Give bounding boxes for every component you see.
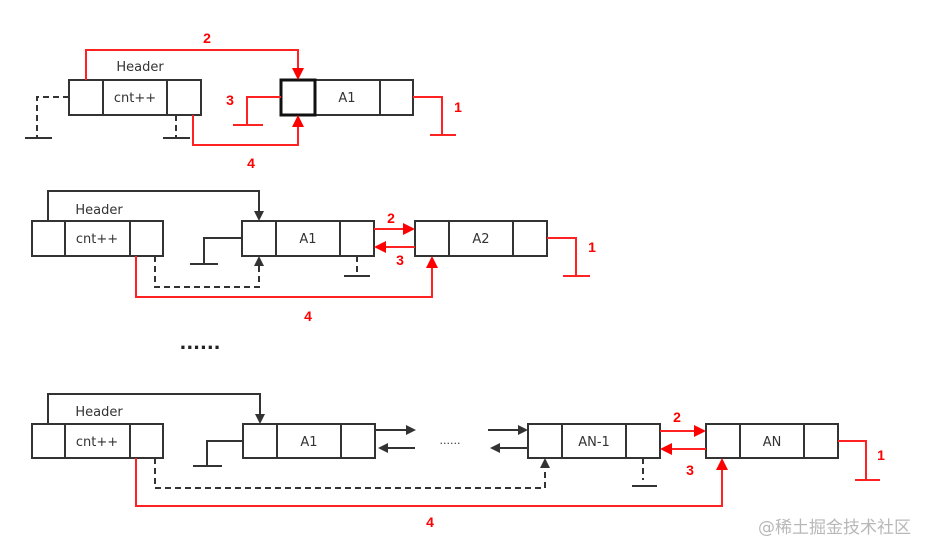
- step-3-label: 3: [396, 252, 404, 268]
- head-pointer: [47, 190, 264, 221]
- step-1-label: 1: [588, 239, 596, 255]
- header-label: Header: [75, 405, 123, 420]
- step-4-arrow: [135, 458, 728, 507]
- node-an-1: AN-1: [527, 423, 661, 459]
- step-1-null: [547, 237, 577, 276]
- step-1-label: 1: [877, 447, 885, 463]
- header-label: Header: [75, 203, 123, 218]
- header-label: Header: [116, 60, 164, 75]
- counter-label: cnt++: [114, 91, 156, 106]
- step-2-label: 2: [203, 30, 211, 46]
- counter-label: cnt++: [76, 435, 118, 450]
- step-4-label: 4: [426, 514, 434, 530]
- null-pointer: [36, 96, 69, 138]
- node-label: AN: [763, 435, 782, 450]
- step-4-label: 4: [247, 155, 255, 171]
- header-node: cnt++: [31, 220, 164, 257]
- step-4-arrow: [135, 256, 438, 298]
- section-insert-nth: Header cnt++ A1 AN-1 AN ...... 2: [31, 393, 885, 530]
- node-a2: A2: [414, 220, 548, 257]
- node-label: A1: [338, 91, 355, 106]
- node-label: A2: [472, 232, 489, 247]
- node-label: A1: [300, 435, 317, 450]
- null-pointer: [206, 440, 243, 466]
- step-3-null: [246, 96, 281, 125]
- node-a1: A1: [279, 78, 414, 117]
- step-3-label: 3: [226, 92, 234, 108]
- step-1-null: [838, 440, 867, 480]
- node-a1: A1: [242, 423, 376, 459]
- tail-pointer-old: [154, 458, 550, 489]
- node-an: AN: [705, 423, 839, 459]
- step-4-label: 4: [304, 308, 312, 324]
- step-1-null: [413, 96, 443, 135]
- step-2-arrow: [85, 49, 304, 80]
- node-label: AN-1: [578, 435, 610, 450]
- header-node: cnt++: [31, 423, 164, 459]
- tail-pointer-old: [154, 256, 264, 288]
- section-insert-first: Header cnt++ A1 2 4 3 1: [25, 30, 462, 171]
- node-label: A1: [299, 232, 316, 247]
- header-node: cnt++: [68, 79, 202, 116]
- ellipsis: ......: [179, 333, 220, 354]
- step-2-label: 2: [387, 210, 395, 226]
- ellipsis: ......: [440, 434, 461, 447]
- section-insert-second: Header cnt++ A1 A2 2 3 4 1: [31, 190, 596, 324]
- step-4-arrow: [192, 115, 304, 146]
- watermark: @稀土掘金技术社区: [758, 518, 911, 538]
- head-pointer: [47, 393, 265, 424]
- step-1-label: 1: [454, 99, 462, 115]
- node-a1: A1: [241, 220, 375, 257]
- step-2-label: 2: [673, 409, 681, 425]
- counter-label: cnt++: [76, 232, 118, 247]
- step-3-label: 3: [686, 462, 694, 478]
- null-pointer: [203, 237, 242, 264]
